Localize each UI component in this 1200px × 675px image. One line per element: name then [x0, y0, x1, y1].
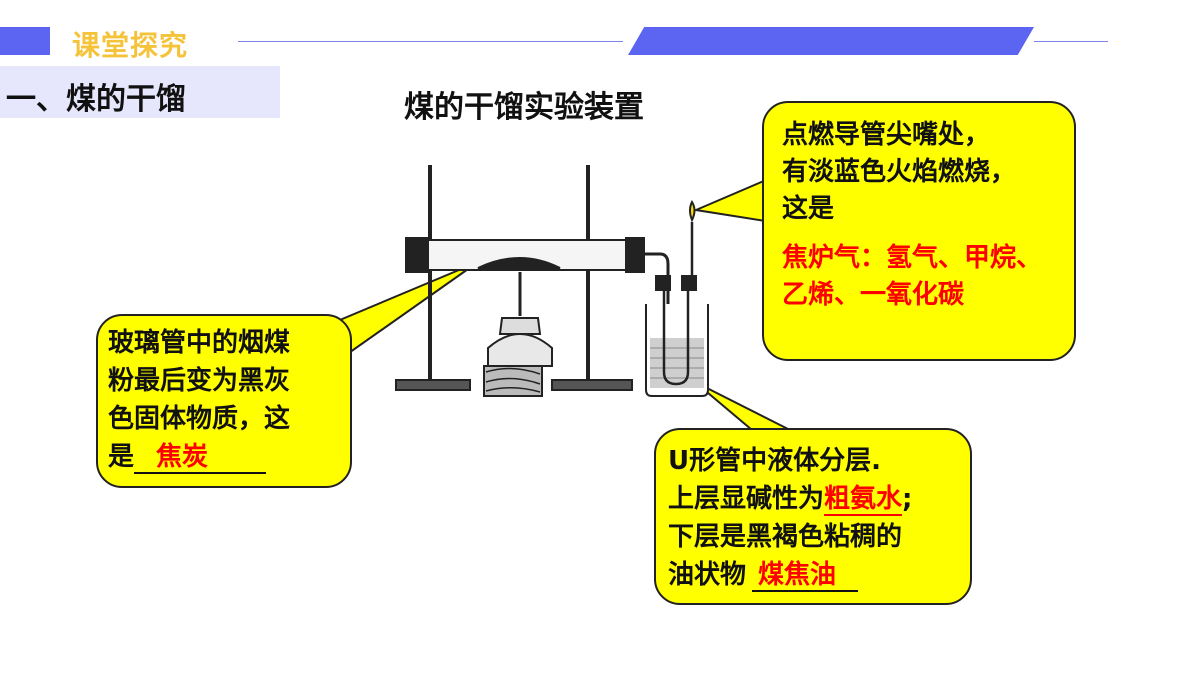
callout-text-line: U形管中液体分层.	[668, 446, 881, 476]
callout-text-line: 有淡蓝色火焰燃烧，	[782, 157, 1017, 187]
callout-text-line: 下层是黑褐色粘稠的	[668, 522, 903, 552]
callout-text-line: 这是	[782, 194, 835, 224]
diagram-title: 煤的干馏实验装置	[404, 90, 644, 125]
answer-blank-coal-tar: 煤焦油	[752, 560, 859, 592]
callout-text-line: 色固体物质，这	[108, 404, 291, 434]
callout-text-line: 玻璃管中的烟煤	[108, 328, 291, 358]
callout-u-tube-liquid: U形管中液体分层. 上层显碱性为粗氨水; 下层是黑褐色粘稠的 油状物煤焦油	[654, 428, 972, 605]
answer-coke-oven-gas: 焦炉气：氢气、甲烷、	[782, 243, 1043, 273]
callout-text-suffix: ;	[902, 484, 913, 514]
callout-text-prefix: 是	[108, 442, 135, 472]
header-left-accent-bar	[0, 27, 50, 55]
header-divider-line-right	[1034, 41, 1108, 42]
section-title-background	[0, 66, 280, 118]
callout-coke: 玻璃管中的烟煤 粉最后变为黑灰 色固体物质，这 是焦炭	[96, 314, 352, 488]
answer-blank-coke: 焦炭	[134, 442, 267, 474]
answer-coke-oven-gas-components: 乙烯、一氧化碳	[782, 280, 965, 310]
answer-crude-ammonia-water: 粗氨水	[824, 484, 903, 516]
answer-coke: 焦炭	[156, 442, 209, 472]
header-right-accent-bar	[628, 27, 1034, 55]
callout-coke-oven-gas: 点燃导管尖嘴处， 有淡蓝色火焰燃烧， 这是 焦炉气：氢气、甲烷、 乙烯、一氧化碳	[762, 101, 1076, 361]
callout-text-line: 粉最后变为黑灰	[108, 366, 291, 396]
header-title: 课堂探究	[72, 29, 189, 62]
callout-text-prefix: 上层显碱性为	[668, 484, 825, 514]
callout-text-prefix: 油状物	[668, 560, 747, 590]
callout-text-line: 点燃导管尖嘴处，	[782, 120, 991, 150]
header-divider-line	[238, 41, 623, 42]
answer-coal-tar: 煤焦油	[758, 560, 837, 590]
callout-pointer-liquid	[694, 381, 791, 431]
section-title: 一、煤的干馏	[6, 82, 186, 117]
